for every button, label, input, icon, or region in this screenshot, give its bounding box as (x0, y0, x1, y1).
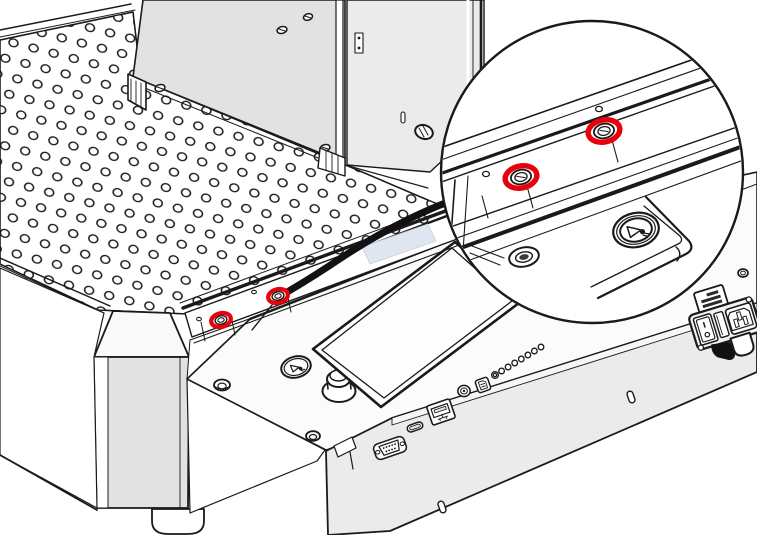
optical-table (0, 3, 457, 535)
column-base-bracket (317, 147, 429, 189)
locating-hole-magnified (594, 105, 604, 113)
db9-serial-port[interactable] (372, 435, 408, 461)
front-top-edge-band (391, 302, 757, 426)
panel-screw (737, 268, 749, 278)
locating-hole (251, 289, 257, 295)
corner-post-chamfer (93, 310, 190, 358)
round-connector[interactable] (457, 384, 471, 398)
label-text-bar (700, 294, 722, 304)
detail-circle (439, 19, 745, 325)
corner-latch (333, 436, 357, 470)
power-entry-module (688, 296, 757, 361)
cable-grommet (414, 123, 434, 141)
indicator-hole-row (490, 343, 545, 380)
counterbored-hole (305, 430, 321, 442)
label-text-bar (702, 299, 723, 309)
panel-screw (302, 12, 314, 22)
table-base-left-face (0, 267, 105, 511)
corner-post (93, 310, 205, 535)
touchscreen-corner-magnified (590, 195, 693, 300)
locating-hole (196, 316, 202, 322)
power-on-symbol (702, 321, 706, 328)
leveling-foot (151, 508, 205, 535)
keyhole-slot (626, 390, 636, 404)
machine-column (127, 0, 485, 189)
detail-circle-content (442, 35, 742, 300)
panel-slot (400, 111, 406, 124)
table-rear-rail (0, 3, 136, 38)
key-icon (289, 364, 306, 373)
locating-hole-magnified (481, 170, 491, 178)
highlighted-screw (209, 310, 233, 330)
rail-label-patch (361, 223, 437, 265)
cord-boot (729, 331, 755, 357)
key-switch-magnified (612, 211, 660, 249)
detail-circle-outline (439, 19, 745, 325)
table-edge-rail (179, 200, 471, 344)
counterbored-hole (213, 378, 231, 392)
highlighted-screw-magnified (502, 163, 540, 191)
rocker-switch[interactable] (692, 313, 719, 346)
keyhole-slot (437, 500, 447, 514)
label-text-bar (706, 290, 719, 297)
fuse-holder[interactable] (713, 310, 730, 339)
panel-screw (154, 83, 166, 93)
routing-cable (275, 190, 476, 301)
key-icon (626, 226, 650, 239)
card-slot[interactable] (474, 376, 492, 394)
panel-screw (276, 25, 288, 35)
highlighted-screw-magnified (585, 117, 623, 145)
highlighted-screw (266, 286, 290, 306)
column-edge-strip (335, 0, 344, 167)
panel-clip (354, 32, 364, 54)
corner-bracket (127, 73, 147, 111)
iec-inlet[interactable] (724, 302, 757, 335)
card-icon (477, 380, 489, 391)
cord-boot-dark (711, 341, 736, 361)
countersunk-hole-magnified (508, 246, 540, 268)
key-switch[interactable] (279, 353, 313, 381)
usb-a-port[interactable] (426, 398, 456, 426)
usb-icon (437, 413, 449, 422)
usb-c-port[interactable] (406, 421, 424, 433)
table-hole-grid (0, 12, 456, 314)
power-off-symbol (704, 331, 711, 338)
